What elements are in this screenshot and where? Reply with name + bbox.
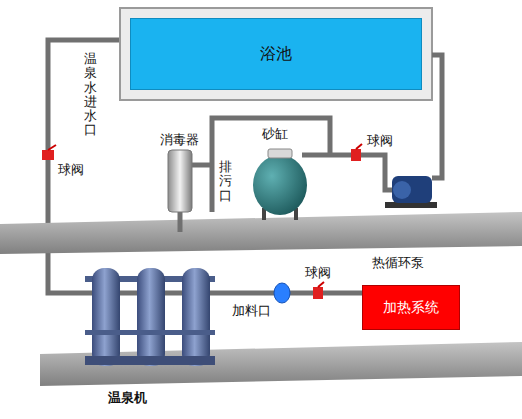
pipe xyxy=(178,212,183,232)
node-text: 加热系统 xyxy=(383,299,439,317)
heating-box: 加热系统 xyxy=(362,285,460,330)
pipe xyxy=(302,155,392,190)
disinfector xyxy=(168,150,192,212)
part-label: 球阀 xyxy=(305,266,331,281)
pump-symbol xyxy=(385,176,437,208)
hot-spring-machine xyxy=(85,268,215,366)
ball-valve xyxy=(42,145,56,160)
part-label: 球阀 xyxy=(58,163,84,178)
part-label: 加料口 xyxy=(232,304,271,319)
node-text: 浴池 xyxy=(260,44,292,65)
pipe xyxy=(192,163,212,168)
part-label: 温泉水进水口 xyxy=(84,52,97,138)
part-label: 消毒器 xyxy=(160,133,199,148)
part-label: 球阀 xyxy=(367,134,393,149)
part-label: 砂缸 xyxy=(262,127,288,142)
pool-water: 浴池 xyxy=(130,18,422,90)
sand-tank xyxy=(253,149,307,220)
part-label: 排污口 xyxy=(219,160,232,203)
ball-valve xyxy=(313,282,324,299)
pipe xyxy=(432,55,442,178)
pool-frame xyxy=(120,8,432,100)
feed-port xyxy=(274,283,290,303)
upper-platform xyxy=(0,212,522,254)
part-label: 温泉机 xyxy=(108,391,147,406)
part-label: 热循环泵 xyxy=(372,256,424,271)
ball-valve xyxy=(351,144,362,161)
